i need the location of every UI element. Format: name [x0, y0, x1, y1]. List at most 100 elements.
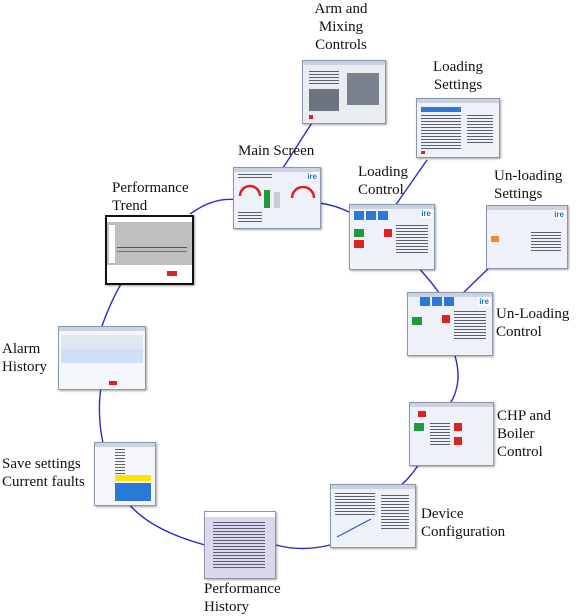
thumb-titlebar: [408, 293, 492, 297]
thumb-brand-logo: ire: [420, 209, 432, 218]
thumb-table-row: [61, 349, 143, 363]
thumb-titlebar: [417, 99, 499, 103]
thumb-trend-line: [117, 251, 187, 252]
thumb-fault-panel: [115, 483, 151, 501]
connector-device-to-history: [275, 544, 331, 550]
thumb-save-settings-current-faults[interactable]: [94, 442, 156, 506]
connector-alarm-to-trend: [101, 281, 123, 327]
thumb-loading-settings[interactable]: [416, 98, 500, 158]
thumb-button: [384, 229, 392, 237]
connector-main-to-loading-control: [318, 202, 350, 213]
thumb-performance-history[interactable]: [204, 511, 276, 579]
thumb-text-block: [335, 493, 375, 515]
thumb-titlebar: [59, 327, 145, 331]
thumb-text-block: [115, 449, 125, 475]
thumb-control-panel: [347, 73, 379, 105]
thumb-unloading-control[interactable]: ire: [407, 292, 493, 356]
thumb-button: [354, 229, 364, 237]
thumb-titlebar: [234, 168, 320, 172]
thumb-brand-logo: ire: [478, 297, 490, 306]
thumb-button: [167, 271, 177, 276]
thumb-titlebar: [107, 217, 192, 222]
thumb-highlight: [115, 475, 151, 481]
thumb-button: [454, 423, 462, 431]
thumb-control-panel: [309, 89, 339, 111]
thumb-main-screen[interactable]: ire: [233, 167, 321, 229]
thumb-titlebar: [410, 403, 493, 407]
thumb-chp-boiler-control[interactable]: [409, 402, 494, 466]
thumb-button: [442, 315, 450, 323]
thumb-text-block: [396, 225, 428, 255]
thumb-arm-mixing-controls[interactable]: [302, 60, 386, 124]
thumb-button: [454, 437, 462, 445]
thumb-titlebar: [205, 512, 275, 517]
connector-unloading-to-chp: [449, 355, 459, 405]
thumb-button: [414, 423, 424, 431]
thumb-text-block: [454, 311, 486, 341]
thumb-button: [491, 236, 499, 242]
thumb-text-block: [238, 174, 272, 178]
thumb-loading-control[interactable]: ire: [349, 204, 435, 270]
thumb-level-bar: [264, 190, 270, 208]
connector-history-to-save: [127, 502, 206, 546]
thumb-brand-logo: ire: [553, 210, 565, 219]
thumb-text-block: [467, 115, 493, 143]
thumb-performance-trend[interactable]: [105, 215, 194, 285]
thumb-button: [418, 411, 426, 417]
thumb-device-configuration[interactable]: [330, 484, 416, 548]
thumb-status-dot: [309, 115, 313, 119]
thumb-curve: [337, 518, 372, 538]
thumb-alarm-history[interactable]: [58, 326, 146, 390]
thumb-titlebar: [487, 206, 567, 210]
thumb-text-block: [421, 115, 461, 151]
thumb-gauge: [238, 184, 262, 197]
thumb-tab: [444, 297, 454, 306]
thumb-footer: [107, 265, 192, 283]
connector-loading-to-loading-settings: [394, 159, 428, 207]
label-main-screen: Main Screen: [238, 143, 315, 159]
connector-save-to-alarm: [98, 386, 104, 444]
thumb-titlebar: [95, 443, 155, 447]
thumb-trend-line: [117, 247, 187, 248]
thumb-brand-logo: ire: [306, 172, 318, 181]
thumb-button: [109, 381, 117, 385]
thumb-status-dot: [421, 151, 425, 154]
thumb-unloading-settings[interactable]: ire: [486, 205, 568, 269]
thumb-titlebar: [350, 205, 434, 209]
connector-performance-trend-to-main: [189, 198, 239, 215]
thumb-header-bar: [421, 107, 461, 112]
thumb-tab: [354, 211, 364, 220]
thumb-axis: [109, 225, 115, 263]
thumb-text-block: [309, 71, 339, 85]
thumb-text-block: [531, 232, 561, 252]
thumb-text-block: [430, 423, 450, 445]
thumb-gauge: [290, 186, 316, 199]
thumb-titlebar: [331, 485, 415, 489]
thumb-table-header: [61, 335, 143, 349]
thumb-button: [412, 317, 422, 325]
connector-main-to-arm-mixing: [282, 117, 316, 169]
thumb-tab: [432, 297, 442, 306]
thumb-data-table: [213, 522, 265, 568]
thumb-text-block: [238, 212, 262, 222]
thumb-text-block: [381, 495, 409, 531]
thumb-tab: [378, 211, 388, 220]
thumb-titlebar: [303, 61, 385, 65]
thumb-tab: [420, 297, 430, 306]
thumb-level-bar: [274, 192, 280, 208]
thumb-tab: [366, 211, 376, 220]
thumb-button: [354, 240, 364, 248]
